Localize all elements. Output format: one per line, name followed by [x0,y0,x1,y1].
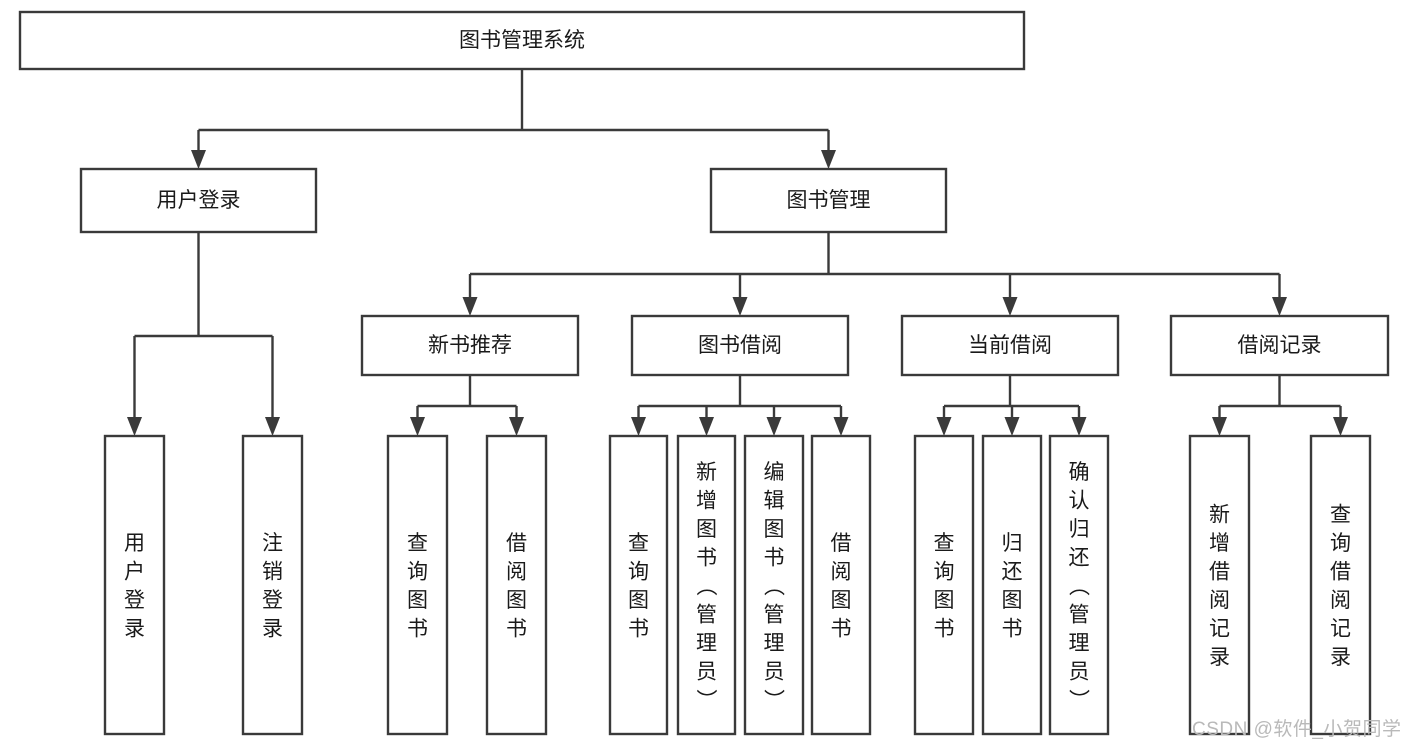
node-label: 图书管理 [787,189,871,212]
node-leaf-confirm-return[interactable]: 确认归还︵管理员︶ [1048,434,1110,736]
arrow-head-icon [1004,417,1020,436]
node-label: 借阅图书 [506,532,527,641]
node-label: 图书管理系统 [459,29,585,52]
node-leaf-user-login[interactable]: 用户登录 [103,434,166,736]
node-box [485,434,548,736]
arrow-head-icon [766,417,782,436]
node-label: 查询借阅记录 [1330,504,1351,670]
node-box [630,314,850,377]
node-box [743,434,805,736]
node-box [913,434,975,736]
node-label: 编辑图书︵管理员︶ [764,461,786,712]
node-box [676,434,737,736]
node-leaf-return-book[interactable]: 归还图书 [981,434,1043,736]
node-user-login[interactable]: 用户登录 [79,167,318,234]
node-label: 新增图书︵管理员︶ [696,461,718,712]
node-label: 新增借阅记录 [1209,504,1230,670]
node-label: 确认归还︵管理员︶ [1069,461,1091,712]
node-current-borrow[interactable]: 当前借阅 [900,314,1120,377]
node-leaf-add-record[interactable]: 新增借阅记录 [1188,434,1251,736]
node-label: 注销登录 [262,532,283,641]
connector-layer [127,69,1348,436]
arrow-head-icon [1333,417,1348,436]
node-box [386,434,449,736]
arrow-head-icon [833,417,849,436]
node-label: 当前借阅 [968,334,1052,357]
arrow-head-icon [821,150,836,169]
node-leaf-borrow-book-rec[interactable]: 借阅图书 [485,434,548,736]
node-new-book-recommend[interactable]: 新书推荐 [360,314,580,377]
node-box [1169,314,1390,377]
node-root[interactable]: 图书管理系统 [18,10,1026,71]
node-book-borrow[interactable]: 图书借阅 [630,314,850,377]
arrow-head-icon [1272,297,1287,316]
node-label: 图书借阅 [698,334,782,357]
node-leaf-add-book[interactable]: 新增图书︵管理员︶ [676,434,737,736]
node-label: 借阅记录 [1238,334,1322,357]
node-label: 查询图书 [628,532,649,641]
node-box [810,434,872,736]
node-box [241,434,304,736]
node-label: 用户登录 [157,189,241,212]
arrow-head-icon [1212,417,1227,436]
node-label: 用户登录 [124,532,145,641]
arrow-head-icon [191,150,206,169]
node-label: 归还图书 [1002,532,1023,641]
arrow-head-icon [509,417,524,436]
node-box [709,167,948,234]
node-box [18,10,1026,71]
arrow-head-icon [631,417,646,436]
arrow-head-icon [1071,417,1087,436]
node-book-manage[interactable]: 图书管理 [709,167,948,234]
node-box [900,314,1120,377]
node-leaf-user-logout[interactable]: 注销登录 [241,434,304,736]
node-box [1048,434,1110,736]
node-leaf-query-record[interactable]: 查询借阅记录 [1309,434,1372,736]
node-label: 查询图书 [407,532,428,641]
node-box [79,167,318,234]
node-leaf-query-book-cur[interactable]: 查询图书 [913,434,975,736]
node-box [360,314,580,377]
node-box [608,434,669,736]
node-leaf-query-book[interactable]: 查询图书 [608,434,669,736]
node-label: 借阅图书 [831,532,852,641]
arrow-head-icon [265,417,280,436]
node-label: 查询图书 [934,532,955,641]
node-layer: 图书管理系统用户登录图书管理新书推荐图书借阅当前借阅借阅记录用户登录注销登录查询… [18,10,1390,736]
node-box [1188,434,1251,736]
node-box [981,434,1043,736]
arrow-head-icon [410,417,425,436]
arrow-head-icon [699,417,714,436]
node-leaf-borrow-book[interactable]: 借阅图书 [810,434,872,736]
arrow-head-icon [127,417,142,436]
node-label: 新书推荐 [428,334,512,357]
node-borrow-record[interactable]: 借阅记录 [1169,314,1390,377]
arrow-head-icon [936,417,952,436]
node-box [103,434,166,736]
node-leaf-edit-book[interactable]: 编辑图书︵管理员︶ [743,434,805,736]
arrow-head-icon [732,297,748,316]
node-leaf-query-book-rec[interactable]: 查询图书 [386,434,449,736]
arrow-head-icon [462,297,478,316]
node-box [1309,434,1372,736]
arrow-head-icon [1002,297,1018,316]
